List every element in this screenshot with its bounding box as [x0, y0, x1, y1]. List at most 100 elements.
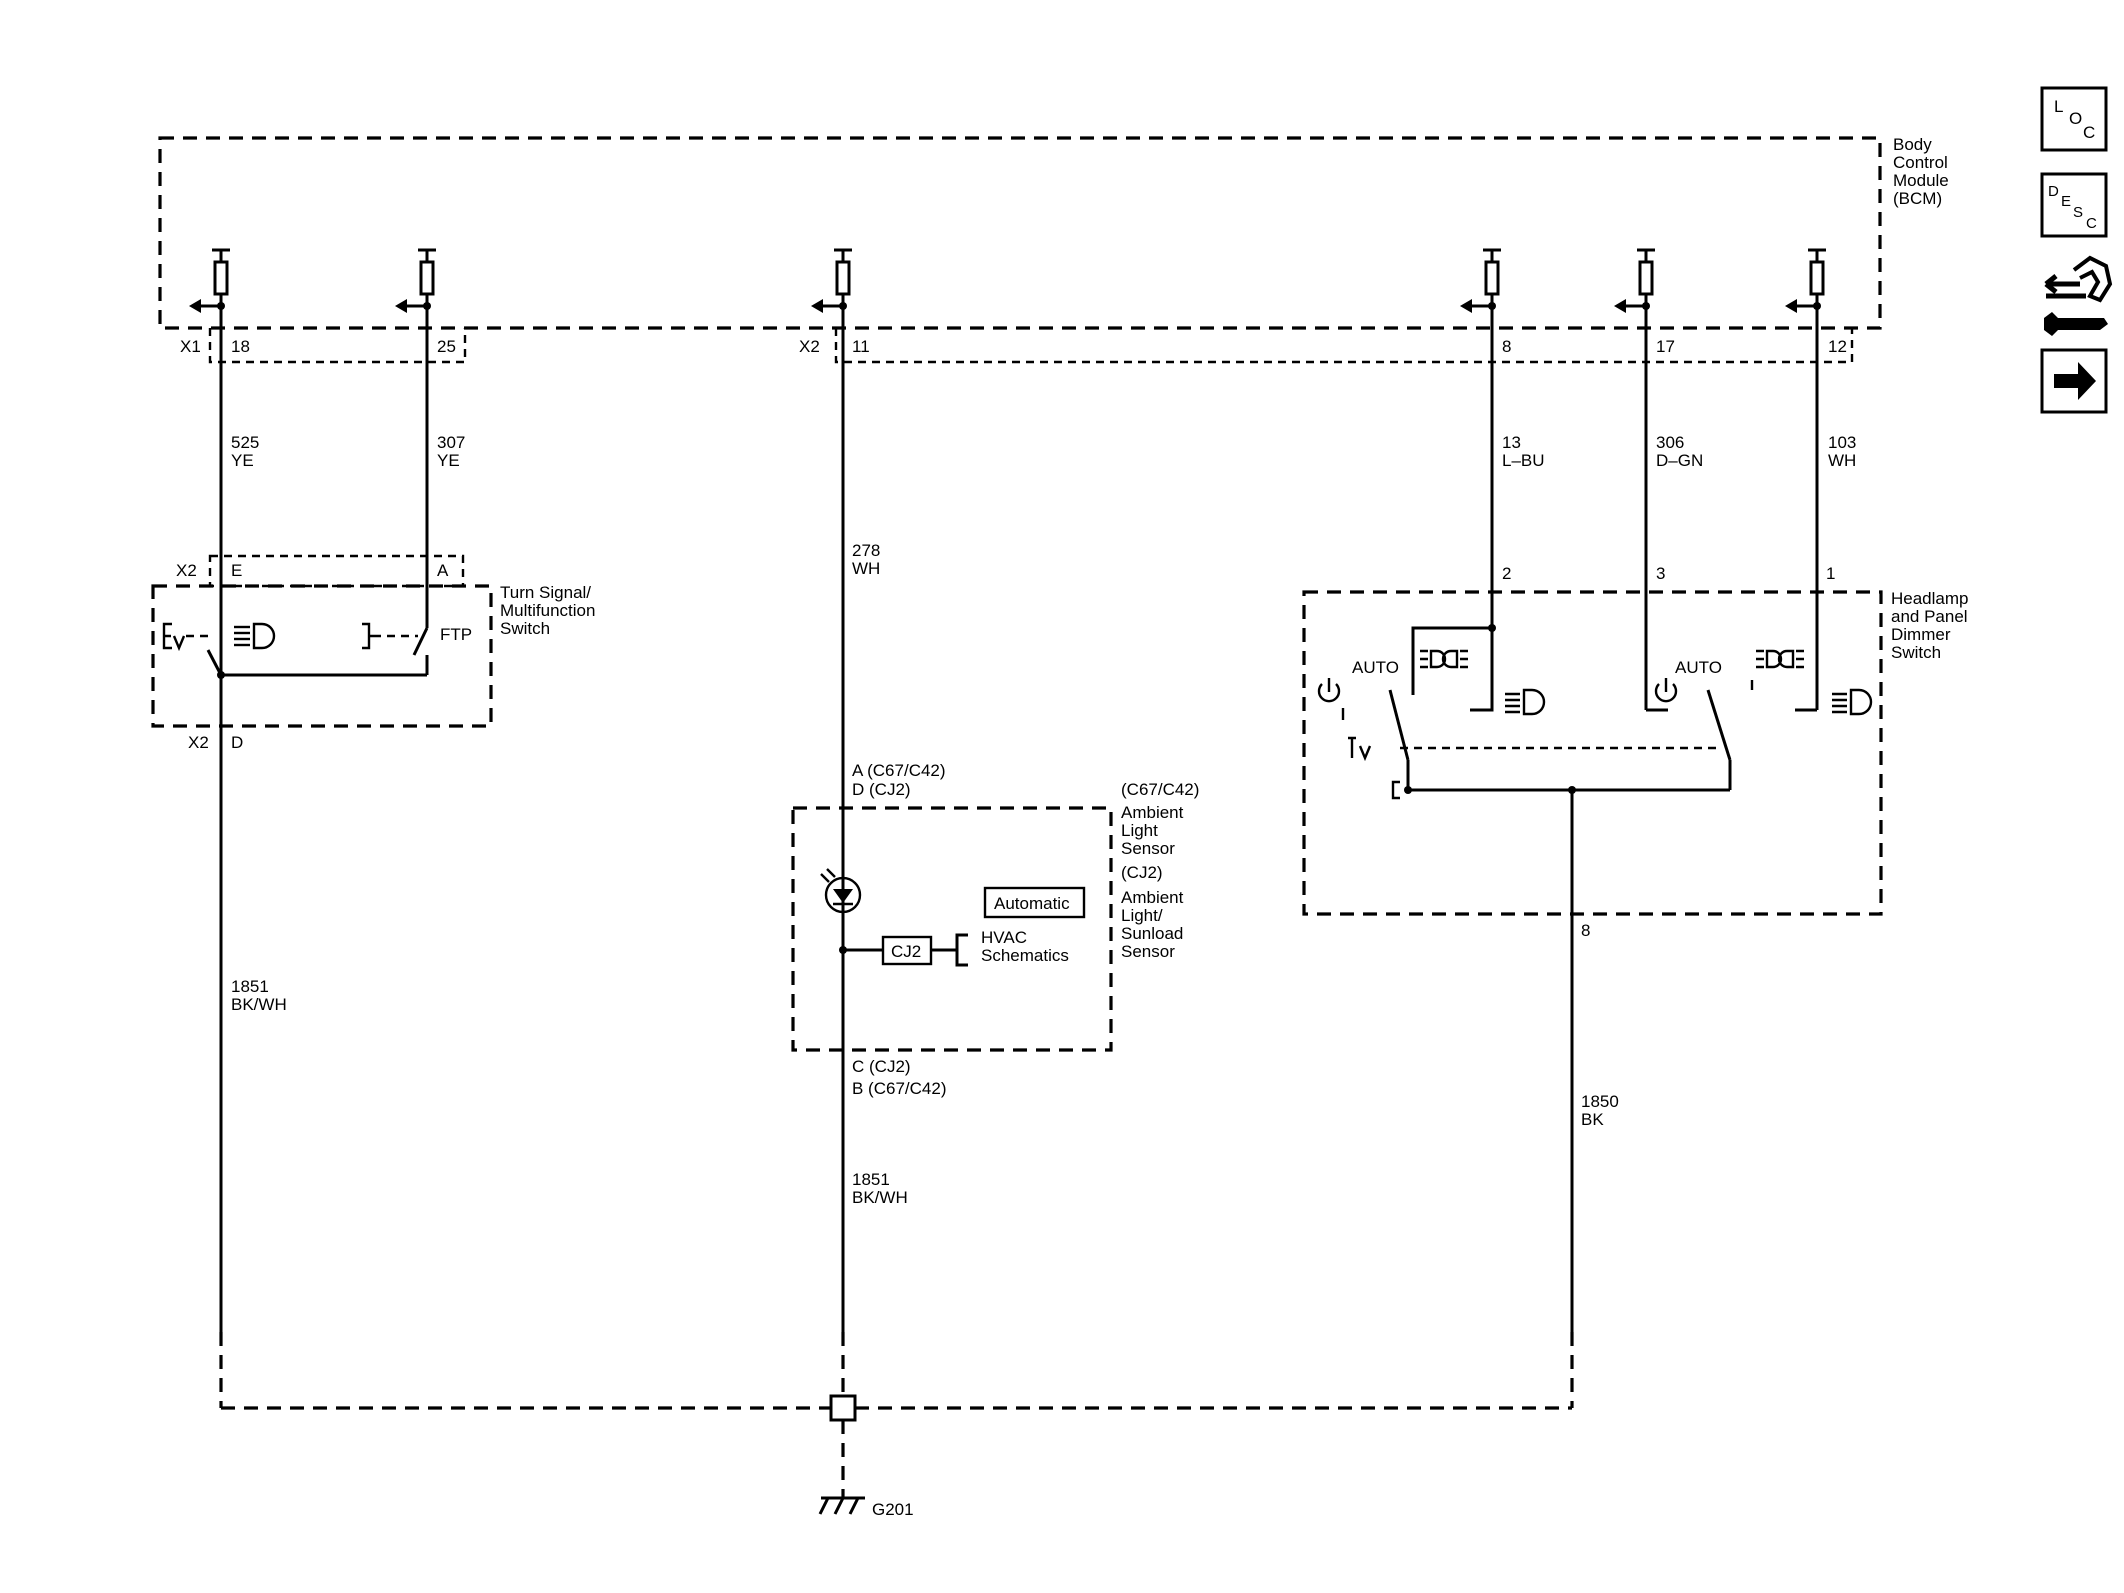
pin-resistor: [419, 260, 435, 296]
circuit-306-color: D–GN: [1656, 451, 1703, 470]
svg-text:L: L: [2054, 97, 2063, 116]
headlamp-pin-3: 3: [1656, 564, 1665, 583]
hvac-label-2: Schematics: [981, 946, 1069, 965]
bcm-module: Body Control Module (BCM): [158, 135, 1949, 364]
circuit-278-color: WH: [852, 559, 880, 578]
circuit-13-num: 13: [1502, 433, 1521, 452]
ambient-top-pin-2: D (CJ2): [852, 780, 911, 799]
ambient-top-pin-1: A (C67/C42): [852, 761, 946, 780]
circuit-307-num: 307: [437, 433, 465, 452]
lever-symbol-icon: [1348, 736, 1372, 762]
hvac-label-1: HVAC: [981, 928, 1027, 947]
circuit-278-num: 278: [852, 541, 880, 560]
ambient-title-6: Ambient: [1121, 888, 1184, 907]
pin-arrow-icon: [189, 299, 201, 313]
svg-text:C: C: [2086, 215, 2097, 232]
power-icon: [1317, 678, 1341, 703]
connector-end-view-icon[interactable]: [2044, 255, 2113, 336]
turn-signal-title-1: Turn Signal/: [500, 583, 591, 602]
description-button[interactable]: D E S C: [2040, 172, 2108, 238]
bcm-pin-17: 17: [1656, 337, 1675, 356]
splice-dot: [1568, 786, 1576, 794]
headlamp-title-1: Headlamp: [1891, 589, 1969, 608]
splice-dot: [1404, 786, 1412, 794]
pin-resistor: [1484, 260, 1500, 296]
bcm-pin-11: 11: [852, 337, 870, 356]
pin-resistor: [1638, 260, 1654, 296]
turn-signal-title-3: Switch: [500, 619, 550, 638]
circuit-1851-left-color: BK/WH: [231, 995, 287, 1014]
circuit-1851-left-num: 1851: [231, 977, 269, 996]
bcm-title-3: Module: [1893, 171, 1949, 190]
turn-signal-conn-x2: X2: [176, 561, 197, 580]
svg-text:S: S: [2073, 204, 2083, 221]
pin-arrow-icon: [1460, 299, 1472, 313]
bcm-pin-18: 18: [231, 337, 250, 356]
ambient-title-5: (CJ2): [1121, 863, 1163, 882]
pin-arrow-icon: [1785, 299, 1797, 313]
hvac-bracket-icon: [955, 933, 968, 967]
bcm-title-2: Control: [1893, 153, 1948, 172]
turn-signal-pin-e: E: [231, 561, 242, 580]
headlamp-switch-border: [1302, 590, 1883, 916]
parking-lamp-feed: [1411, 626, 1492, 695]
bcm-pin-symbols: [189, 248, 1826, 313]
ambient-title-7: Light/: [1121, 906, 1163, 925]
bcm-conn-x1: X1: [180, 337, 201, 356]
lever-symbol-icon: [162, 622, 186, 652]
high-beam-switch-blade: [206, 649, 223, 676]
bcm-conn-x2: X2: [799, 337, 820, 356]
headlamp-pin-1: 1: [1826, 564, 1835, 583]
ambient-title-8: Sunload: [1121, 924, 1183, 943]
turn-signal-pin-d: D: [231, 733, 243, 752]
headlamp-icon: [1505, 688, 1546, 716]
pin-arrow-icon: [811, 299, 823, 313]
turn-signal-border: [151, 584, 493, 728]
ambient-title-2: Ambient: [1121, 803, 1184, 822]
splice-dot: [217, 671, 225, 679]
svg-text:C: C: [2083, 123, 2095, 142]
headlamp-dimmer-switch: 2 3 1 Headlamp and Panel Dimmer Switch A…: [1302, 564, 1969, 940]
pin-arrow-icon: [395, 299, 407, 313]
next-arrow-icon[interactable]: [2040, 348, 2108, 414]
pin-resistor: [835, 260, 851, 296]
ambient-bottom-pin-2: B (C67/C42): [852, 1079, 946, 1098]
ambient-title-3: Light: [1121, 821, 1158, 840]
headlamp-icon: [1832, 688, 1873, 716]
low-beam-feed-1: [1470, 628, 1494, 712]
turn-signal-connector-outline: [208, 554, 465, 588]
svg-text:O: O: [2069, 109, 2082, 128]
circuit-307-color: YE: [437, 451, 460, 470]
automatic-box: [983, 886, 1086, 919]
circuit-1851-mid-color: BK/WH: [852, 1188, 908, 1207]
circuit-103-num: 103: [1828, 433, 1856, 452]
circuit-103-color: WH: [1828, 451, 1856, 470]
headlamp-title-3: Dimmer: [1891, 625, 1951, 644]
bcm-pin-12: 12: [1828, 337, 1847, 356]
wires: [219, 306, 1819, 1332]
ftp-switch-blade: [412, 627, 429, 656]
location-button[interactable]: L O C: [2040, 86, 2108, 152]
ambient-light-sensor: A (C67/C42) D (CJ2) (C67/C42) Ambient Li…: [791, 761, 1199, 1098]
headlamp-switch-blade-1: [1388, 689, 1410, 761]
ftp-bracket-icon: [362, 622, 373, 650]
pin-resistor: [213, 260, 229, 296]
pin-arrow-icon: [1614, 299, 1626, 313]
ground-symbol-icon: [818, 1496, 865, 1515]
circuit-525-color: YE: [231, 451, 254, 470]
bcm-pin-8: 8: [1502, 337, 1511, 356]
ground-splice-box: [829, 1394, 857, 1422]
circuit-1850-num: 1850: [1581, 1092, 1619, 1111]
bcm-title-4: (BCM): [1893, 189, 1942, 208]
headlamp-title-2: and Panel: [1891, 607, 1968, 626]
parking-lamp-icon: [1420, 649, 1468, 669]
turn-signal-pin-a: A: [437, 561, 449, 580]
turn-signal-title-2: Multifunction: [500, 601, 595, 620]
svg-text:E: E: [2061, 193, 2071, 210]
headlamp-pin-8: 8: [1581, 921, 1590, 940]
ambient-title-1: (C67/C42): [1121, 780, 1199, 799]
headlamp-auto-2: AUTO: [1675, 658, 1722, 677]
circuit-1850-color: BK: [1581, 1110, 1604, 1129]
bcm-x2-connector-outline: [834, 328, 1854, 364]
bcm-border: [158, 136, 1882, 330]
